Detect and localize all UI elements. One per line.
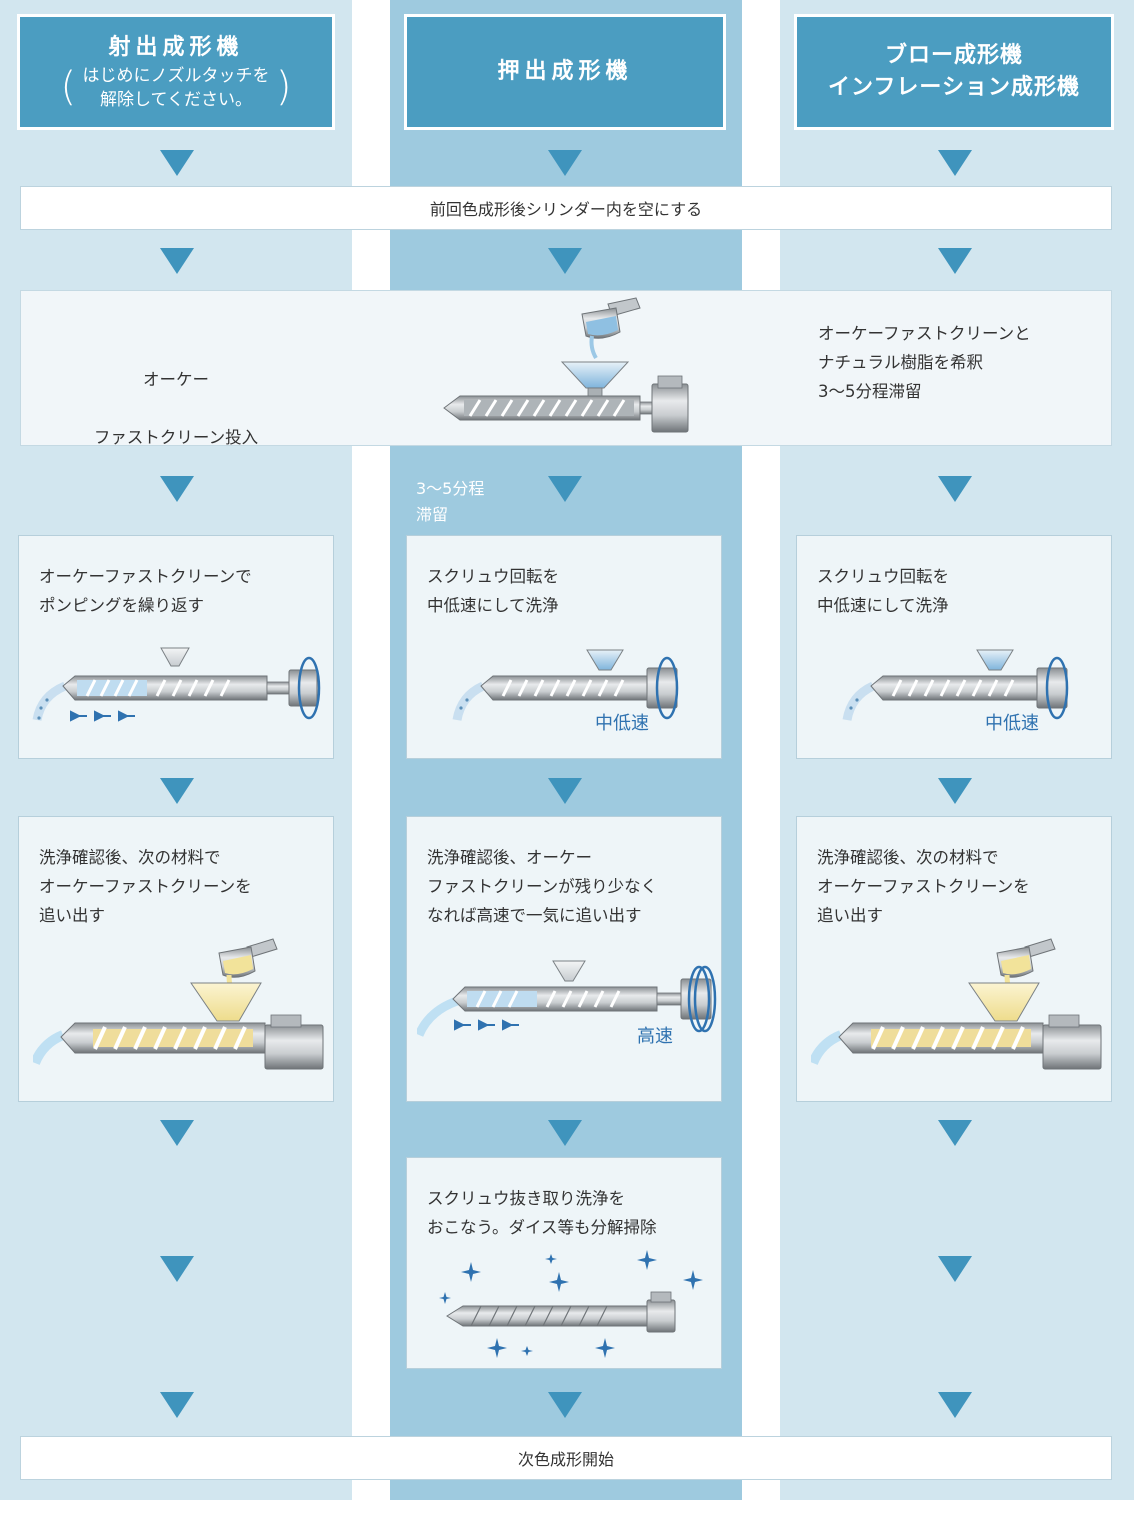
down-arrow-icon <box>548 778 582 804</box>
hopper-icon <box>976 649 1014 671</box>
cylinder-icon <box>443 375 689 433</box>
step-rotate-mid-extrusion: スクリュウ回転を 中低速にして洗浄 中低速 <box>406 535 722 759</box>
step-text: 次色成形開始 <box>517 1450 614 1469</box>
hopper-icon <box>968 982 1040 1022</box>
step-text: 洗浄確認後、オーケー ファストクリーンが残り少なく なれば高速で一気に追い出す <box>427 848 658 925</box>
speed-label-mid-low: 中低速 <box>595 713 649 734</box>
step-text: 洗浄確認後、次の材料で オーケーファストクリーンを 追い出す <box>39 848 252 925</box>
down-arrow-icon <box>938 476 972 502</box>
step-screw-removal: スクリュウ抜き取り洗浄を おこなう。ダイス等も分解掃除 <box>406 1157 722 1369</box>
extruder-illustration <box>443 297 689 433</box>
arrow-left-icon <box>94 710 111 722</box>
step-text: 洗浄確認後、次の材料で オーケーファストクリーンを 追い出す <box>817 848 1030 925</box>
rotation-icon <box>655 656 679 720</box>
rotation-icon <box>1045 656 1069 720</box>
arrow-left-icon <box>454 1019 471 1031</box>
down-arrow-icon <box>548 1392 582 1418</box>
hopper-icon <box>190 982 262 1022</box>
speed-label-high: 高速 <box>637 1026 673 1047</box>
sparkle-icon <box>439 1250 703 1358</box>
paren-right-icon: ) <box>275 64 292 110</box>
down-arrow-icon <box>548 1120 582 1146</box>
step-next-color: 次色成形開始 <box>20 1436 1112 1480</box>
down-arrow-icon <box>160 150 194 176</box>
step-flush-out-injection: 洗浄確認後、次の材料で オーケーファストクリーンを 追い出す <box>18 816 334 1102</box>
flush-out-illustration <box>811 938 1102 1070</box>
header-blow-molding: ブロー成形機 インフレーション成形機 <box>794 14 1114 130</box>
header-title: インフレーション成形機 <box>828 75 1080 100</box>
arrow-left-icon <box>478 1019 495 1031</box>
down-arrow-icon <box>938 248 972 274</box>
rotation-icon <box>297 656 321 720</box>
flush-high-illustration <box>417 960 717 1037</box>
down-arrow-icon <box>548 476 582 502</box>
arrow-left-icon <box>502 1019 519 1031</box>
text-line: ファストクリーン投入 <box>93 428 259 447</box>
step-pumping: オーケーファストクリーンで ポンピングを繰り返す <box>18 535 334 759</box>
hopper-icon <box>586 649 624 671</box>
rotation-icon <box>693 965 717 1033</box>
purge-flow-icon <box>811 1030 844 1066</box>
step-rotate-mid-blow: スクリュウ回転を 中低速にして洗浄 中低速 <box>796 535 1112 759</box>
down-arrow-icon <box>938 1256 972 1282</box>
down-arrow-icon <box>938 150 972 176</box>
down-arrow-icon <box>160 778 194 804</box>
dwell-note: 3〜5分程 滞留 <box>416 479 485 524</box>
header-title: ブロー成形機 <box>884 43 1023 68</box>
down-arrow-icon <box>938 1120 972 1146</box>
note-line: 解除してください。 <box>100 90 252 110</box>
step-text: 前回色成形後シリンダー内を空にする <box>429 200 703 219</box>
down-arrow-icon <box>548 248 582 274</box>
hopper-icon <box>552 960 586 982</box>
hopper-icon <box>160 647 190 667</box>
step-text: スクリュウ回転を 中低速にして洗浄 <box>817 567 949 615</box>
purge-flow-icon <box>842 681 876 721</box>
step-add-cleaner-text: オーケー ファストクリーン投入 <box>0 336 352 481</box>
down-arrow-icon <box>548 150 582 176</box>
flush-out-illustration <box>33 938 324 1070</box>
screw-removal-illustration <box>439 1250 703 1358</box>
header-extrusion-molding: 押出成形機 <box>404 14 726 130</box>
hopper-icon <box>560 361 630 389</box>
step-text: スクリュウ抜き取り洗浄を おこなう。ダイス等も分解掃除 <box>427 1189 657 1237</box>
step-text: スクリュウ回転を 中低速にして洗浄 <box>427 567 559 615</box>
speed-label-mid-low: 中低速 <box>985 713 1039 734</box>
note-line: はじめにノズルタッチを <box>82 66 270 86</box>
screw-icon <box>446 1305 648 1327</box>
rotation-icon <box>687 965 711 1033</box>
step-text: オーケーファストクリーンで ポンピングを繰り返す <box>39 567 252 615</box>
text-line: オーケー <box>143 370 209 389</box>
step-dilute-text: オーケーファストクリーンと ナチュラル樹脂を希釈 3〜5分程滞留 <box>818 324 1031 401</box>
rotate-mid-illustration <box>842 649 1069 721</box>
down-arrow-icon <box>160 1120 194 1146</box>
header-note: ( はじめにノズルタッチを 解除してください。 ) <box>61 64 292 112</box>
step-empty-cylinder: 前回色成形後シリンダー内を空にする <box>20 186 1112 230</box>
rotate-mid-illustration <box>452 649 679 721</box>
pumping-illustration <box>32 647 321 722</box>
down-arrow-icon <box>938 778 972 804</box>
step-flush-out-blow: 洗浄確認後、次の材料で オーケーファストクリーンを 追い出す <box>796 816 1112 1102</box>
purge-flow-icon <box>452 681 486 721</box>
scoop-icon <box>581 297 641 360</box>
header-title: 射出成形機 <box>108 35 244 60</box>
arrow-left-icon <box>118 710 135 722</box>
purge-flow-icon <box>32 681 67 721</box>
header-title: 押出成形機 <box>497 59 633 84</box>
header-injection-molding: 射出成形機 ( はじめにノズルタッチを 解除してください。 ) <box>17 14 335 130</box>
purge-flow-icon <box>417 996 459 1037</box>
down-arrow-icon <box>160 1256 194 1282</box>
down-arrow-icon <box>160 248 194 274</box>
down-arrow-icon <box>160 1392 194 1418</box>
down-arrow-icon <box>938 1392 972 1418</box>
down-arrow-icon <box>160 476 194 502</box>
step-flush-high-extrusion: 洗浄確認後、オーケー ファストクリーンが残り少なく なれば高速で一気に追い出す … <box>406 816 722 1102</box>
purge-flow-icon <box>33 1030 66 1066</box>
arrow-left-icon <box>70 710 87 722</box>
paren-left-icon: ( <box>60 64 77 110</box>
